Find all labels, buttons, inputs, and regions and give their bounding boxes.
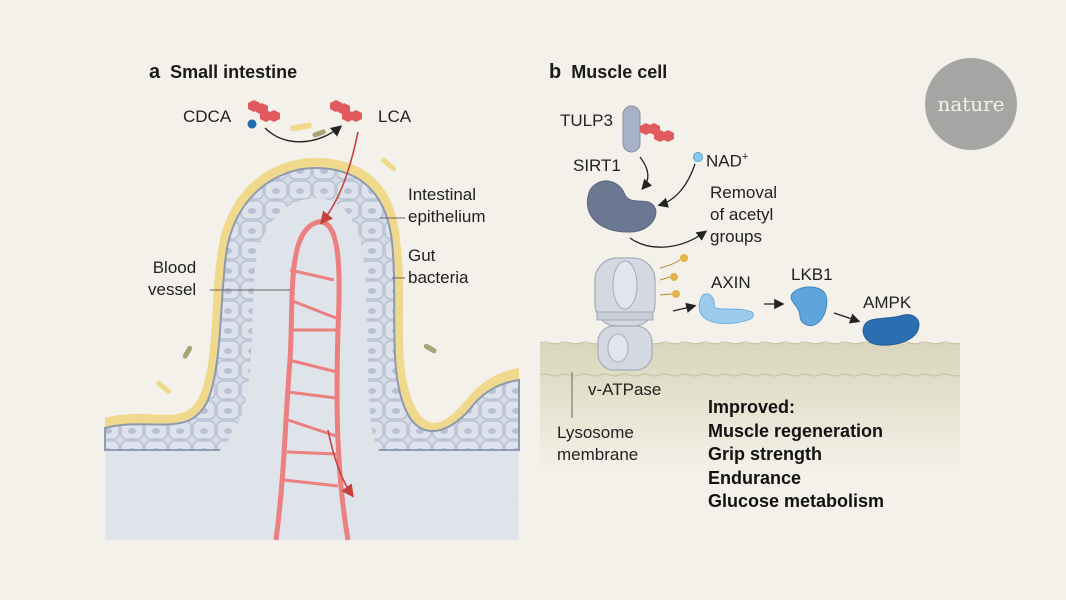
nature-logo: nature: [925, 58, 1017, 150]
gut-bacteria-label: Gut bacteria: [408, 246, 469, 287]
removal-acetyl-label: Removal of acetyl groups: [710, 183, 778, 246]
lca-molecule: [330, 100, 362, 122]
panel-a-heading: Small intestine: [170, 62, 298, 82]
outcome-item: Grip strength: [708, 444, 823, 464]
panel-b-title: b Muscle cell: [549, 61, 667, 84]
outcome-item: Endurance: [708, 467, 802, 488]
ampk-protein: [862, 314, 920, 346]
outcome-item: Glucose metabolism: [708, 491, 885, 511]
nad-molecule: [693, 152, 703, 162]
nad-label: NAD+: [706, 151, 749, 171]
lysosome-membrane-label: Lysosome membrane: [557, 423, 639, 464]
ampk-label: AMPK: [863, 293, 912, 312]
lkb1-label: LKB1: [791, 265, 833, 284]
nature-logo-text: nature: [937, 92, 1005, 116]
panel-b-letter: b: [549, 61, 562, 83]
blood-vessel-label: Blood vessel: [148, 258, 197, 299]
v-atpase-label: v-ATPase: [588, 380, 662, 399]
lca-label: LCA: [378, 107, 412, 126]
v-atpase-complex: [594, 257, 656, 371]
outcome-item: Muscle regeneration: [708, 420, 884, 441]
sirt1-label: SIRT1: [573, 156, 621, 175]
conversion-arrow: [264, 125, 343, 143]
cdca-label: CDCA: [183, 107, 232, 126]
intestine-villus: [104, 131, 520, 541]
axin-label: AXIN: [711, 273, 751, 292]
lkb1-protein: [790, 286, 828, 327]
outcomes-heading: Improved:: [708, 397, 796, 417]
panel-a-letter: a: [149, 61, 161, 83]
outcomes-list: Improved: Muscle regeneration Grip stren…: [708, 396, 884, 514]
panel-b-heading: Muscle cell: [571, 62, 668, 82]
panel-a-title: a Small intestine: [149, 61, 297, 84]
tulp3-protein: [622, 105, 674, 153]
cdca-molecule: [247, 100, 280, 129]
axin-protein: [698, 293, 754, 325]
tulp3-label: TULP3: [560, 111, 613, 130]
sirt1-protein: [586, 180, 657, 233]
intestinal-epithelium-label: Intestinal epithelium: [408, 185, 486, 226]
